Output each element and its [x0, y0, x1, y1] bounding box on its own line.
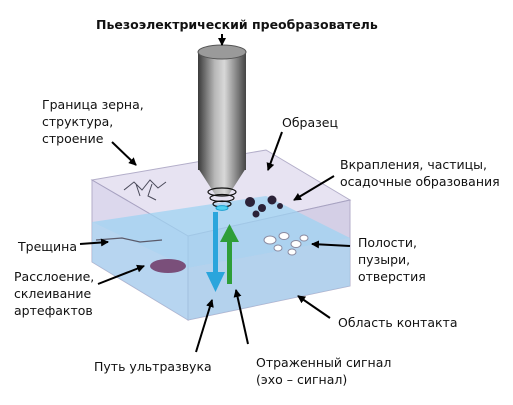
transducer [197, 44, 247, 211]
label-grain-boundary: Граница зерна, структура, строение [42, 97, 144, 146]
label-transducer: Пьезоэлектрический преобразователь [96, 17, 378, 32]
label-contact-area: Область контакта [338, 315, 458, 330]
label-sample: Образец [282, 115, 338, 130]
label-voids: Полости, пузыри, отверстия [358, 235, 426, 284]
arrow-crack [79, 238, 109, 247]
arrow-delamination [97, 264, 145, 285]
arrow-grain-boundary [111, 141, 137, 166]
label-inclusions: Вкрапления, частицы, осадочные образован… [340, 157, 500, 189]
label-ultrasound-path: Путь ультразвука [94, 359, 212, 374]
arrow-reflected-signal [233, 289, 249, 345]
arrow-ultrasound-path [195, 299, 214, 353]
label-reflected-signal: Отраженный сигнал (эхо – сигнал) [256, 355, 392, 387]
contact-area-region [92, 196, 350, 268]
arrow-contact-area [297, 295, 331, 319]
arrow-voids [311, 240, 351, 249]
reflected-signal-arrow [220, 224, 239, 284]
voids-mark [263, 232, 309, 256]
label-crack: Трещина [18, 239, 77, 254]
ultrasound-path-arrow [206, 212, 225, 292]
inclusions-mark [245, 195, 283, 218]
delamination-mark [150, 259, 186, 273]
contact-area-side [188, 238, 350, 320]
grain-boundary-mark [123, 179, 167, 201]
label-delamination: Расслоение, склеивание артефактов [14, 269, 95, 318]
crack-mark [95, 237, 163, 243]
callout-arrows [79, 34, 351, 353]
arrow-sample [266, 131, 283, 171]
arrow-inclusions [293, 175, 335, 201]
